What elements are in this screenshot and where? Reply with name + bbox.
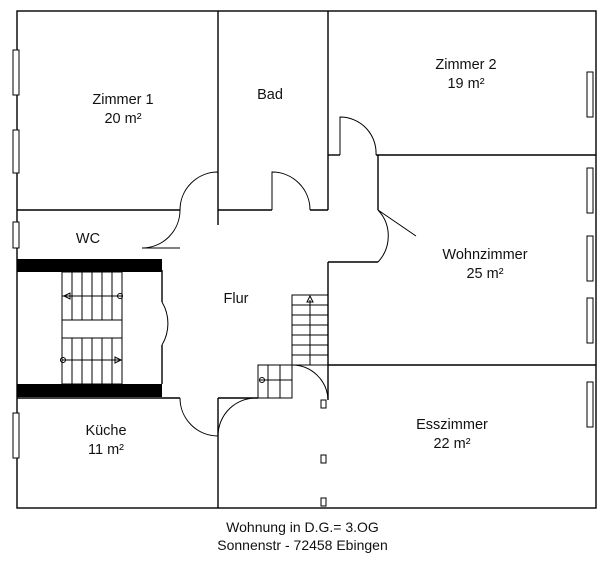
- windows: [12, 49, 594, 507]
- room-label-kueche-name: Küche: [85, 423, 126, 439]
- main-staircase: [60, 271, 123, 385]
- stair-slab-top: [17, 259, 162, 272]
- room-label-zimmer2-area: 19 m²: [447, 76, 484, 92]
- room-label-wohnzimmer-name: Wohnzimmer: [442, 247, 527, 263]
- room-label-wc: WC: [76, 231, 100, 247]
- room-label-kueche-area: 11 m²: [88, 442, 124, 458]
- caption-line1: Wohnung in D.G.= 3.OG: [226, 519, 379, 535]
- room-label-esszimmer-name: Esszimmer: [416, 417, 488, 433]
- room-label-zimmer2-name: Zimmer 2: [435, 57, 496, 73]
- door-arcs: [141, 116, 417, 437]
- room-label-flur: Flur: [224, 291, 249, 307]
- caption-line2: Sonnenstr - 72458 Ebingen: [217, 537, 388, 553]
- room-label-zimmer1-area: 20 m²: [104, 111, 141, 127]
- room-label-zimmer1-name: Zimmer 1: [92, 92, 153, 108]
- side-staircase: [257, 294, 329, 399]
- room-label-esszimmer-area: 22 m²: [433, 436, 470, 452]
- room-label-wohnzimmer-area: 25 m²: [466, 266, 503, 282]
- stair-slab-bottom: [17, 384, 162, 397]
- interior-walls: [17, 11, 596, 508]
- room-label-bad: Bad: [257, 87, 283, 103]
